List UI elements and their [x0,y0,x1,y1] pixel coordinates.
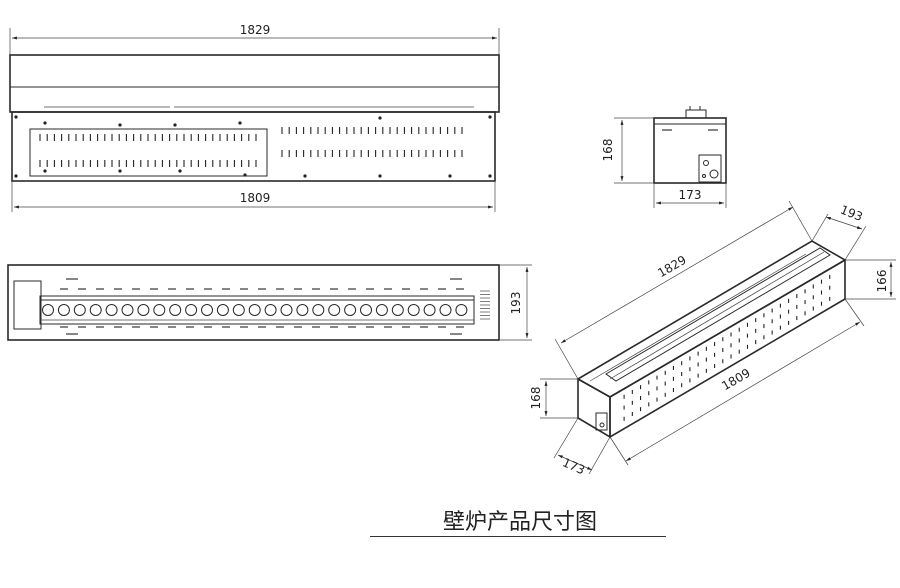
iso-depth-dim-line [825,216,863,230]
burner-nozzle [201,304,213,316]
iso-bottom-ext-left [609,436,629,466]
iso-right-height-label: 166 [875,270,889,293]
burner-nozzle [280,304,293,316]
iso-bottom-dim-line [625,321,861,462]
front-top-width-label: 1829 [240,23,271,37]
burner-nozzle [248,304,261,316]
side-view: 168 173 [601,106,727,208]
burner-nozzle [73,304,86,316]
front-body [11,111,496,182]
burner-nozzle [137,304,150,316]
iso-top-length-label: 1829 [655,253,688,280]
screw-dot [238,121,242,125]
front-bottom-width-label: 1809 [240,191,271,205]
burner-nozzle [423,304,436,316]
screw-dot [243,173,247,177]
iso-left-height-label: 168 [529,387,543,410]
iso-left-depth-ext-right [588,436,611,475]
burner-nozzle [105,304,118,316]
burner-nozzle [89,304,102,316]
side-switch [703,160,709,166]
burner-nozzle [42,304,54,316]
burner-nozzle [312,304,325,316]
burner-nozzle [169,304,182,316]
iso-top-edge-line [589,253,807,382]
screw-dot [178,169,182,173]
burner-nozzle [360,304,372,316]
burner-nozzle [455,304,468,316]
screw-dot [448,174,452,178]
screw-dot [378,116,382,120]
front-screw-dots [14,115,492,178]
iso-left-depth-dim-line [557,454,593,471]
caption-underline [370,536,666,537]
screw-dot [173,123,177,127]
top-vent-slots [60,278,464,335]
iso-socket [599,422,605,428]
iso-top-ext-left [554,338,579,380]
top-depth-label: 193 [509,292,523,315]
front-glass-panel [9,54,500,113]
iso-left-depth-ext-left [553,417,579,459]
burner-nozzle [264,304,277,316]
screw-dot [43,169,47,173]
burner-nozzle [296,304,309,316]
front-vent-slots [39,127,463,167]
burner-nozzle [232,304,245,316]
burner-nozzle [185,304,198,316]
iso-top-dim-line [560,206,794,344]
burner-nozzle [344,304,357,316]
iso-burner-line [609,251,825,380]
burner-nozzle [407,304,420,316]
front-access-panel [29,128,268,177]
isometric-view: 1829 193 166 1809 168 173 [529,200,896,477]
top-frame [7,264,500,341]
top-burner-tray [39,295,475,325]
screw-dot [118,169,122,173]
burner-nozzle [57,304,70,316]
burner-nozzle [121,304,134,316]
iso-left-depth-label: 173 [560,455,587,477]
side-led [702,174,706,178]
front-view: 1829 1809 [9,23,500,212]
screw-dot [118,123,122,127]
top-grille [480,290,490,320]
iso-depth-ext-left [811,213,829,242]
screw-dot [488,115,492,119]
screw-dot [303,174,307,178]
burner-nozzle [216,304,229,316]
top-control-box [13,280,42,330]
screw-dot [488,174,492,178]
iso-end-face [577,377,611,439]
top-nozzles [42,304,468,316]
side-top-knob [685,109,707,119]
screw-dot [14,174,18,178]
iso-depth-ext-right [844,225,867,261]
top-view: 193 [7,264,532,341]
burner-nozzle [439,304,452,316]
burner-nozzle [391,304,404,316]
burner-nozzle [328,304,341,316]
iso-vent-slots [623,274,831,421]
screw-dot [43,121,47,125]
iso-control-box [595,412,608,431]
iso-bottom-ext-right [844,298,865,327]
burner-nozzle [375,304,388,316]
screw-dot [14,115,18,119]
side-height-label: 168 [601,139,615,162]
screw-dot [378,174,382,178]
iso-top-depth-label: 193 [838,203,864,225]
side-socket [709,169,719,179]
side-body [653,117,727,184]
side-control-box [698,154,722,183]
side-depth-label: 173 [679,188,702,202]
drawing-caption: 壁炉产品尺寸图 [442,510,597,535]
burner-nozzle [153,304,166,316]
